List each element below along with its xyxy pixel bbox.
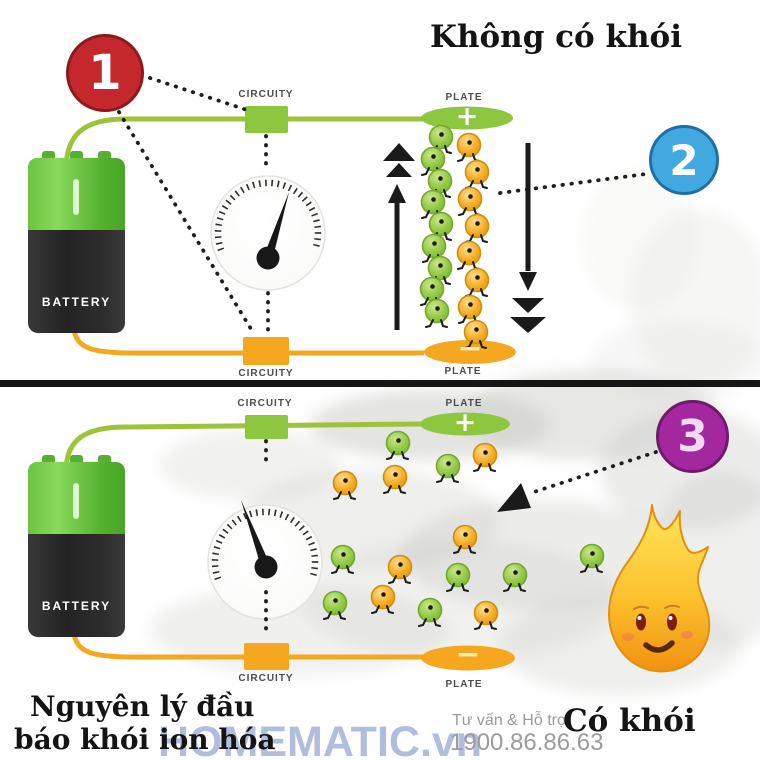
- step-badge-1: 1: [66, 34, 144, 112]
- battery-terminal: [70, 151, 83, 160]
- battery-terminal: [98, 455, 111, 464]
- minus-sign-top: −: [457, 331, 483, 366]
- ion-yellow: [457, 294, 483, 324]
- dotted-connectors-top: [117, 76, 648, 336]
- plate-negative-bottom: [421, 645, 515, 671]
- step-number: 2: [669, 135, 699, 185]
- principle-caption-line1: Nguyên lý đầu: [30, 690, 255, 723]
- plate-positive-top: [421, 106, 513, 130]
- battery-highlight: [72, 483, 79, 519]
- battery-terminal: [42, 455, 55, 464]
- circuity-box-positive-bottom: [245, 415, 288, 439]
- plate-label-top-neg: PLATE: [444, 366, 482, 377]
- flame-character: [608, 504, 711, 673]
- circuity-label-top-neg: CIRCUITY: [238, 368, 294, 379]
- battery-terminal: [98, 151, 111, 160]
- plus-sign-top: +: [455, 101, 479, 132]
- battery-top: BATTERY: [28, 151, 125, 333]
- plate-label-bottom-neg: PLATE: [445, 679, 483, 690]
- circuity-box-negative-bottom: [244, 643, 289, 670]
- caption-smoke: Có khói: [563, 703, 696, 739]
- ion-yellow: [472, 442, 498, 472]
- dotted-connectors-bottom: [264, 439, 658, 638]
- battery-label: BATTERY: [41, 294, 112, 309]
- battery-terminal: [42, 151, 55, 160]
- ion-green: [424, 298, 450, 328]
- plate-label-top-pos: PLATE: [445, 92, 483, 103]
- current-meter-bottom: [207, 500, 323, 620]
- circuity-box-positive-top: [245, 106, 288, 133]
- brand-watermark: HOMEMATIC.vn: [158, 718, 483, 760]
- current-meter-top: [210, 175, 326, 291]
- battery-bottom: BATTERY: [28, 455, 125, 637]
- wire-positive-bottom: [63, 421, 422, 473]
- step-number: 1: [88, 45, 122, 101]
- step-number: 3: [677, 411, 708, 462]
- panel-divider: [0, 380, 760, 387]
- ion-yellow: [464, 267, 490, 297]
- meter-needle-top: [263, 192, 289, 260]
- ion-columns-top: [419, 124, 490, 349]
- battery-body: [28, 533, 125, 637]
- battery-highlight: [72, 179, 79, 215]
- battery-terminal: [70, 455, 83, 464]
- ion-yellow: [464, 213, 490, 243]
- battery-label: BATTERY: [41, 598, 112, 613]
- circuity-label-top-pos: CIRCUITY: [238, 89, 294, 100]
- title-no-smoke: Không có khói: [430, 19, 682, 55]
- ion-yellow: [456, 240, 482, 270]
- ion-yellow: [456, 132, 482, 162]
- ion-yellow: [464, 159, 490, 189]
- plate-label-bottom-pos: PLATE: [445, 398, 483, 409]
- circuity-label-bottom-neg: CIRCUITY: [238, 673, 294, 684]
- meter-needle-bottom: [241, 500, 271, 569]
- support-phone: 1900.86.86.63: [450, 729, 604, 756]
- circuity-box-negative-top: [243, 337, 289, 365]
- circuity-label-bottom-pos: CIRCUITY: [237, 398, 293, 409]
- plate-positive-bottom: [420, 412, 510, 436]
- ion-flow-arrows: [383, 143, 546, 333]
- battery-body: [28, 229, 125, 333]
- pointer-arrowhead: [497, 483, 531, 512]
- minus-sign-bottom: −: [455, 637, 481, 672]
- step-badge-3: 3: [656, 400, 729, 473]
- support-label: Tư vấn & Hỗ trợ: [452, 712, 568, 729]
- ion-yellow: [457, 186, 483, 216]
- principle-caption-line2: báo khói ion hóa: [14, 723, 276, 756]
- plate-negative-top: [424, 340, 516, 364]
- plus-sign-bottom: +: [453, 407, 477, 438]
- step-badge-2: 2: [649, 125, 719, 195]
